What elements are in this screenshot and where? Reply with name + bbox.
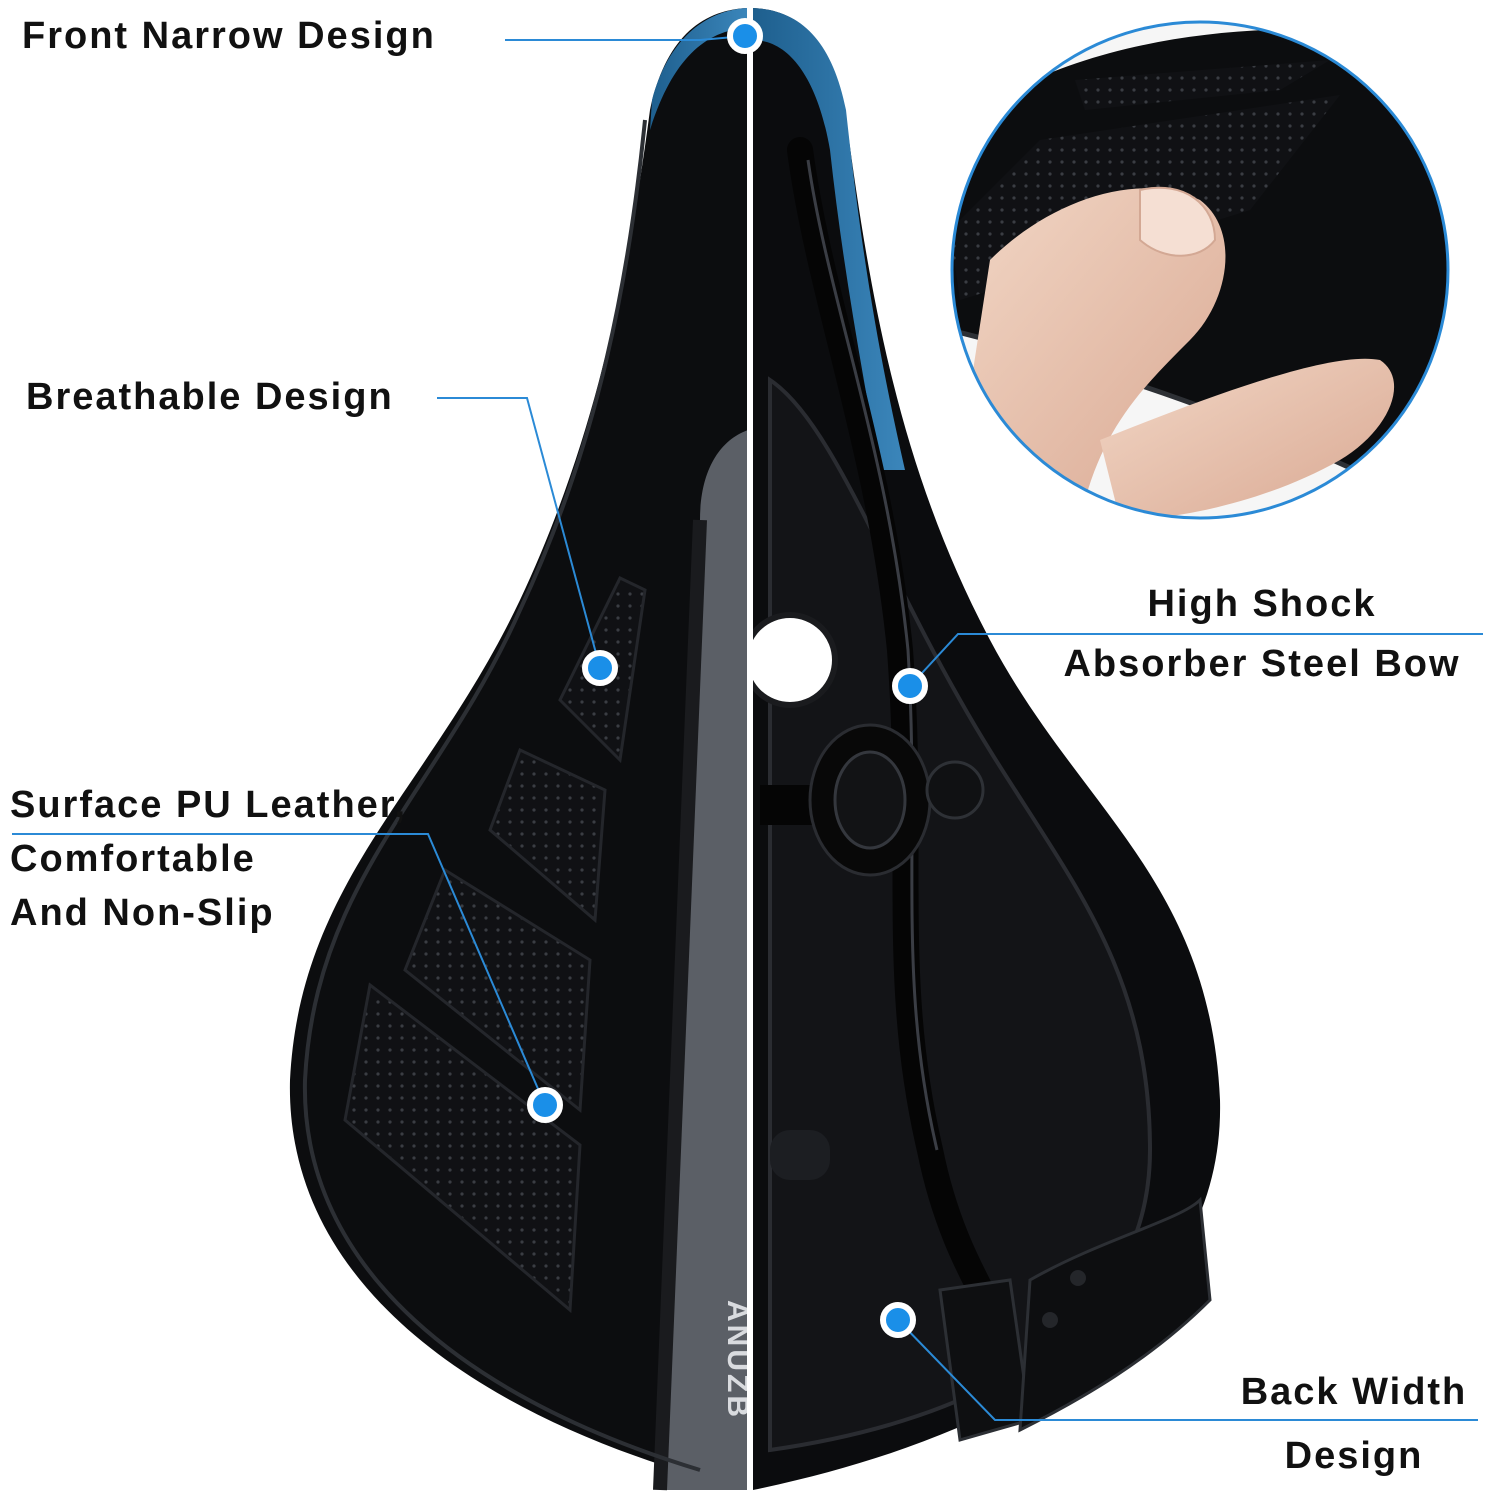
breathable-dot [582,650,618,686]
rear-bumper [1018,1196,1212,1433]
surface-line-2: Comfortable [10,838,256,880]
surface-label: Surface PU Leather, Comfortable And Non-… [10,778,407,940]
breathable-pad-3 [403,867,592,1113]
inset-thumbnail [1139,186,1217,257]
shock-line-1: High Shock [1147,583,1377,625]
inset-finger [1100,358,1395,518]
surface-leader [12,833,546,1106]
underside-slot [770,1130,830,1180]
inset-thumb [952,188,1226,518]
shock-line-2: Absorber Steel Bow [1063,643,1461,685]
breathable-pad-2 [488,747,607,924]
callout-dots [527,18,928,1338]
rear-screw-1 [1070,1270,1086,1286]
split-divider [747,0,753,1500]
saddle-top-outline [302,119,701,1472]
steel-rail-highlight [806,159,939,1151]
shock-label: High Shock Absorber Steel Bow [1036,574,1488,694]
saddle-stripe-border [653,519,707,1491]
surface-line-3: And Non-Slip [10,892,275,934]
back-line-2: Design [1284,1435,1424,1477]
saddle-top-view: ANUZB [289,8,754,1491]
inset-border [950,20,1450,520]
back-label: Back Width Design [1226,1360,1482,1488]
seat-clamp-ring [833,750,907,850]
shock-leader [909,633,1483,687]
front-dot [727,18,763,54]
breathable-leader [437,397,601,669]
back-dot [880,1302,916,1338]
cushion-inset [950,20,1450,520]
breathable-pad-4 [343,982,582,1314]
brand-mark: ANUZB [721,1300,754,1420]
rear-screw-2 [1042,1312,1058,1328]
shock-dot [892,668,928,704]
seat-post-hole [753,612,838,708]
saddle-underside-blue-edge [753,8,905,470]
back-leader [897,1319,1478,1421]
inset-perforated-pad-1 [1075,60,1330,110]
back-line-1: Back Width [1240,1371,1468,1413]
surface-line-1: Surface PU Leather, [10,784,408,826]
front-narrow-label: Front Narrow Design [22,15,436,57]
saddle-center-stripe [660,430,747,1490]
saddle-underside-view [753,8,1221,1490]
breathable-label: Breathable Design [26,376,394,418]
seat-clamp-nut [925,760,985,820]
surface-dot [527,1087,563,1123]
